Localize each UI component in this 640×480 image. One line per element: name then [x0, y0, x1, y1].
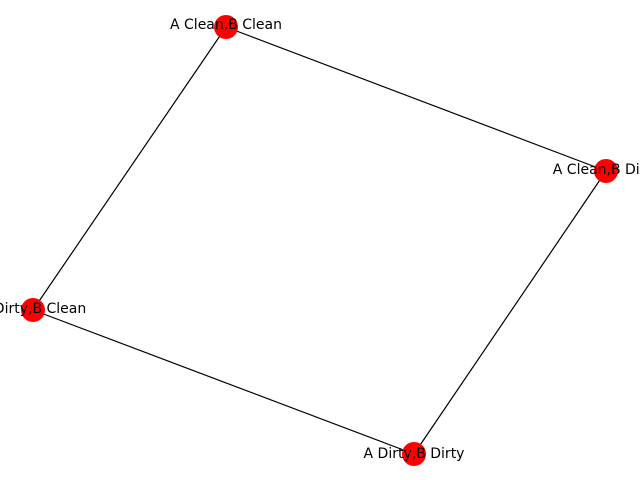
edge-cd-dd	[413, 170, 607, 455]
nodes-layer	[21, 15, 618, 466]
labels-layer: A Clean,B Clean A Clean,B Dirty A Dirty,…	[0, 17, 640, 462]
node-a-dirty-b-clean	[21, 298, 45, 322]
label-a-dirty-b-clean: A Dirty,B Clean	[0, 301, 86, 317]
edge-dc-dd	[32, 309, 415, 455]
node-a-clean-b-clean	[214, 15, 238, 39]
edge-cc-dc	[32, 26, 227, 311]
label-a-dirty-b-dirty: A Dirty,B Dirty	[364, 446, 465, 462]
node-a-clean-b-dirty	[594, 159, 618, 183]
edge-cc-cd	[225, 26, 607, 172]
edges-layer	[32, 26, 607, 455]
label-a-clean-b-clean: A Clean,B Clean	[170, 17, 282, 33]
label-a-clean-b-dirty: A Clean,B Dirty	[553, 162, 640, 178]
node-a-dirty-b-dirty	[402, 442, 426, 466]
